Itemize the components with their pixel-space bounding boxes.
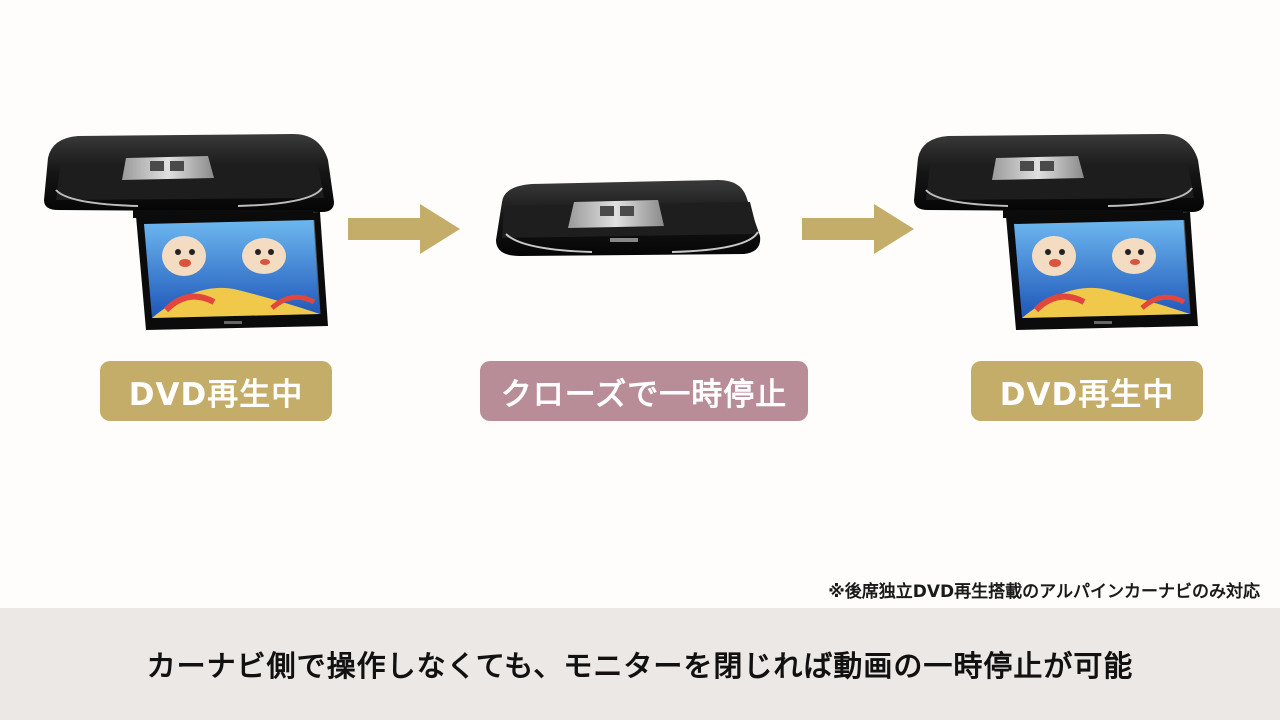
- status-badge-paused: クローズで一時停止: [480, 361, 808, 421]
- status-badge-playing: DVD再生中: [100, 361, 332, 421]
- status-badge-playing: DVD再生中: [971, 361, 1203, 421]
- footer-banner: カーナビ側で操作しなくても、モニターを閉じれば動画の一時停止が可能: [0, 608, 1280, 720]
- overhead-monitor-closed: [495, 179, 762, 257]
- compatibility-note: ※後席独立DVD再生搭載のアルパインカーナビのみ対応: [828, 582, 1260, 602]
- overhead-monitor-open: [908, 130, 1208, 335]
- overhead-monitor-open: [38, 130, 338, 335]
- footer-caption: カーナビ側で操作しなくても、モニターを閉じれば動画の一時停止が可能: [146, 649, 1134, 683]
- arrow-right-icon: [348, 204, 460, 254]
- arrow-right-icon: [802, 204, 914, 254]
